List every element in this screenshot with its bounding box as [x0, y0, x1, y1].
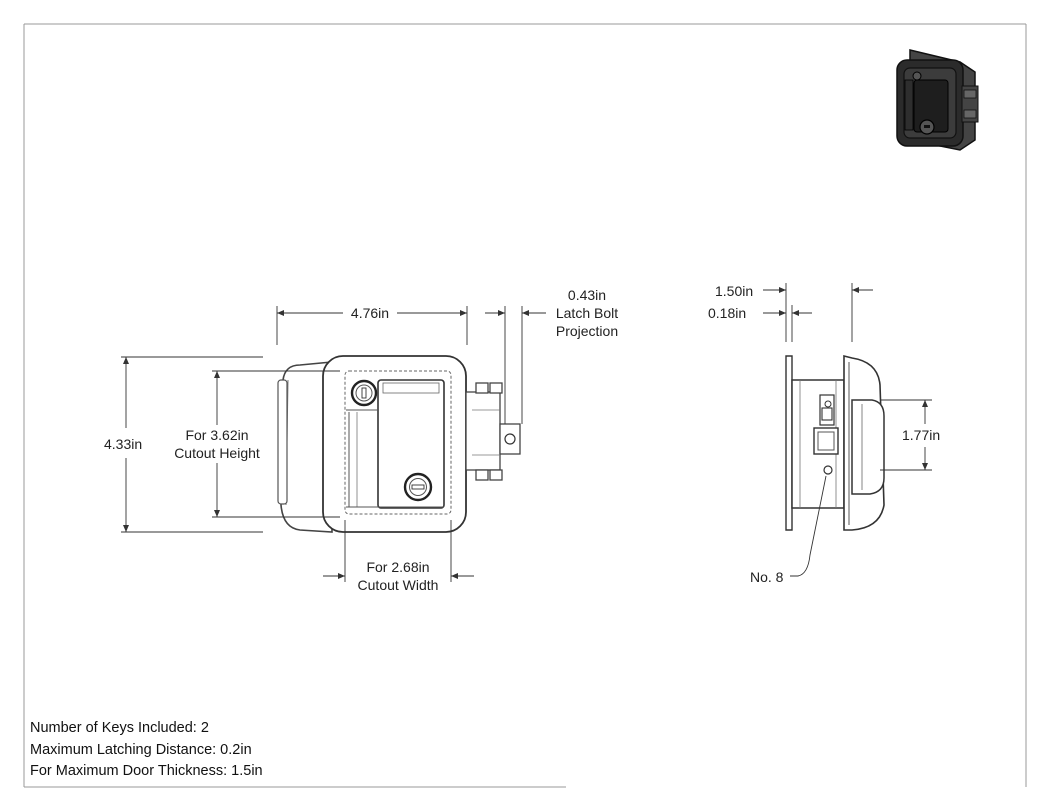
flange-label: 0.18in: [708, 305, 747, 321]
depth-label: 1.50in: [715, 283, 754, 299]
latch-mechanism: [465, 382, 521, 481]
side-dimensions: [763, 283, 932, 577]
overall-height-label: 4.33in: [104, 436, 143, 452]
spec-notes: Number of Keys Included: 2 Maximum Latch…: [30, 718, 263, 783]
front-dimensions: [121, 306, 546, 582]
front-flange: [280, 361, 333, 533]
latch-bolt-label: 0.43in Latch Bolt Projection: [555, 287, 619, 339]
cutout-height-label: For 3.62in Cutout Height: [174, 427, 260, 461]
side-view: [785, 354, 885, 531]
screw-size-label: No. 8: [750, 569, 784, 585]
front-view: [277, 355, 521, 533]
side-plate: [785, 355, 793, 531]
side-handle: [851, 399, 885, 495]
cutout-width-label: For 2.68in Cutout Width: [357, 559, 439, 593]
cutout-outline: [344, 370, 452, 515]
spec-door-thickness: For Maximum Door Thickness: 1.5in: [30, 763, 263, 779]
spec-latching-distance: Maximum Latching Distance: 0.2in: [30, 741, 252, 758]
sheet-border: [23, 23, 1027, 788]
handle-height-label: 1.77in: [902, 427, 941, 443]
handle-paddle: [377, 379, 445, 509]
latch-bolt-hole: [504, 433, 516, 445]
product-thumbnail: [896, 49, 979, 151]
overall-width-label: 4.76in: [350, 305, 390, 321]
spec-keys: Number of Keys Included: 2: [30, 720, 209, 736]
lock-cylinder-top: [350, 379, 378, 407]
lock-cylinder-bottom: [403, 472, 433, 502]
